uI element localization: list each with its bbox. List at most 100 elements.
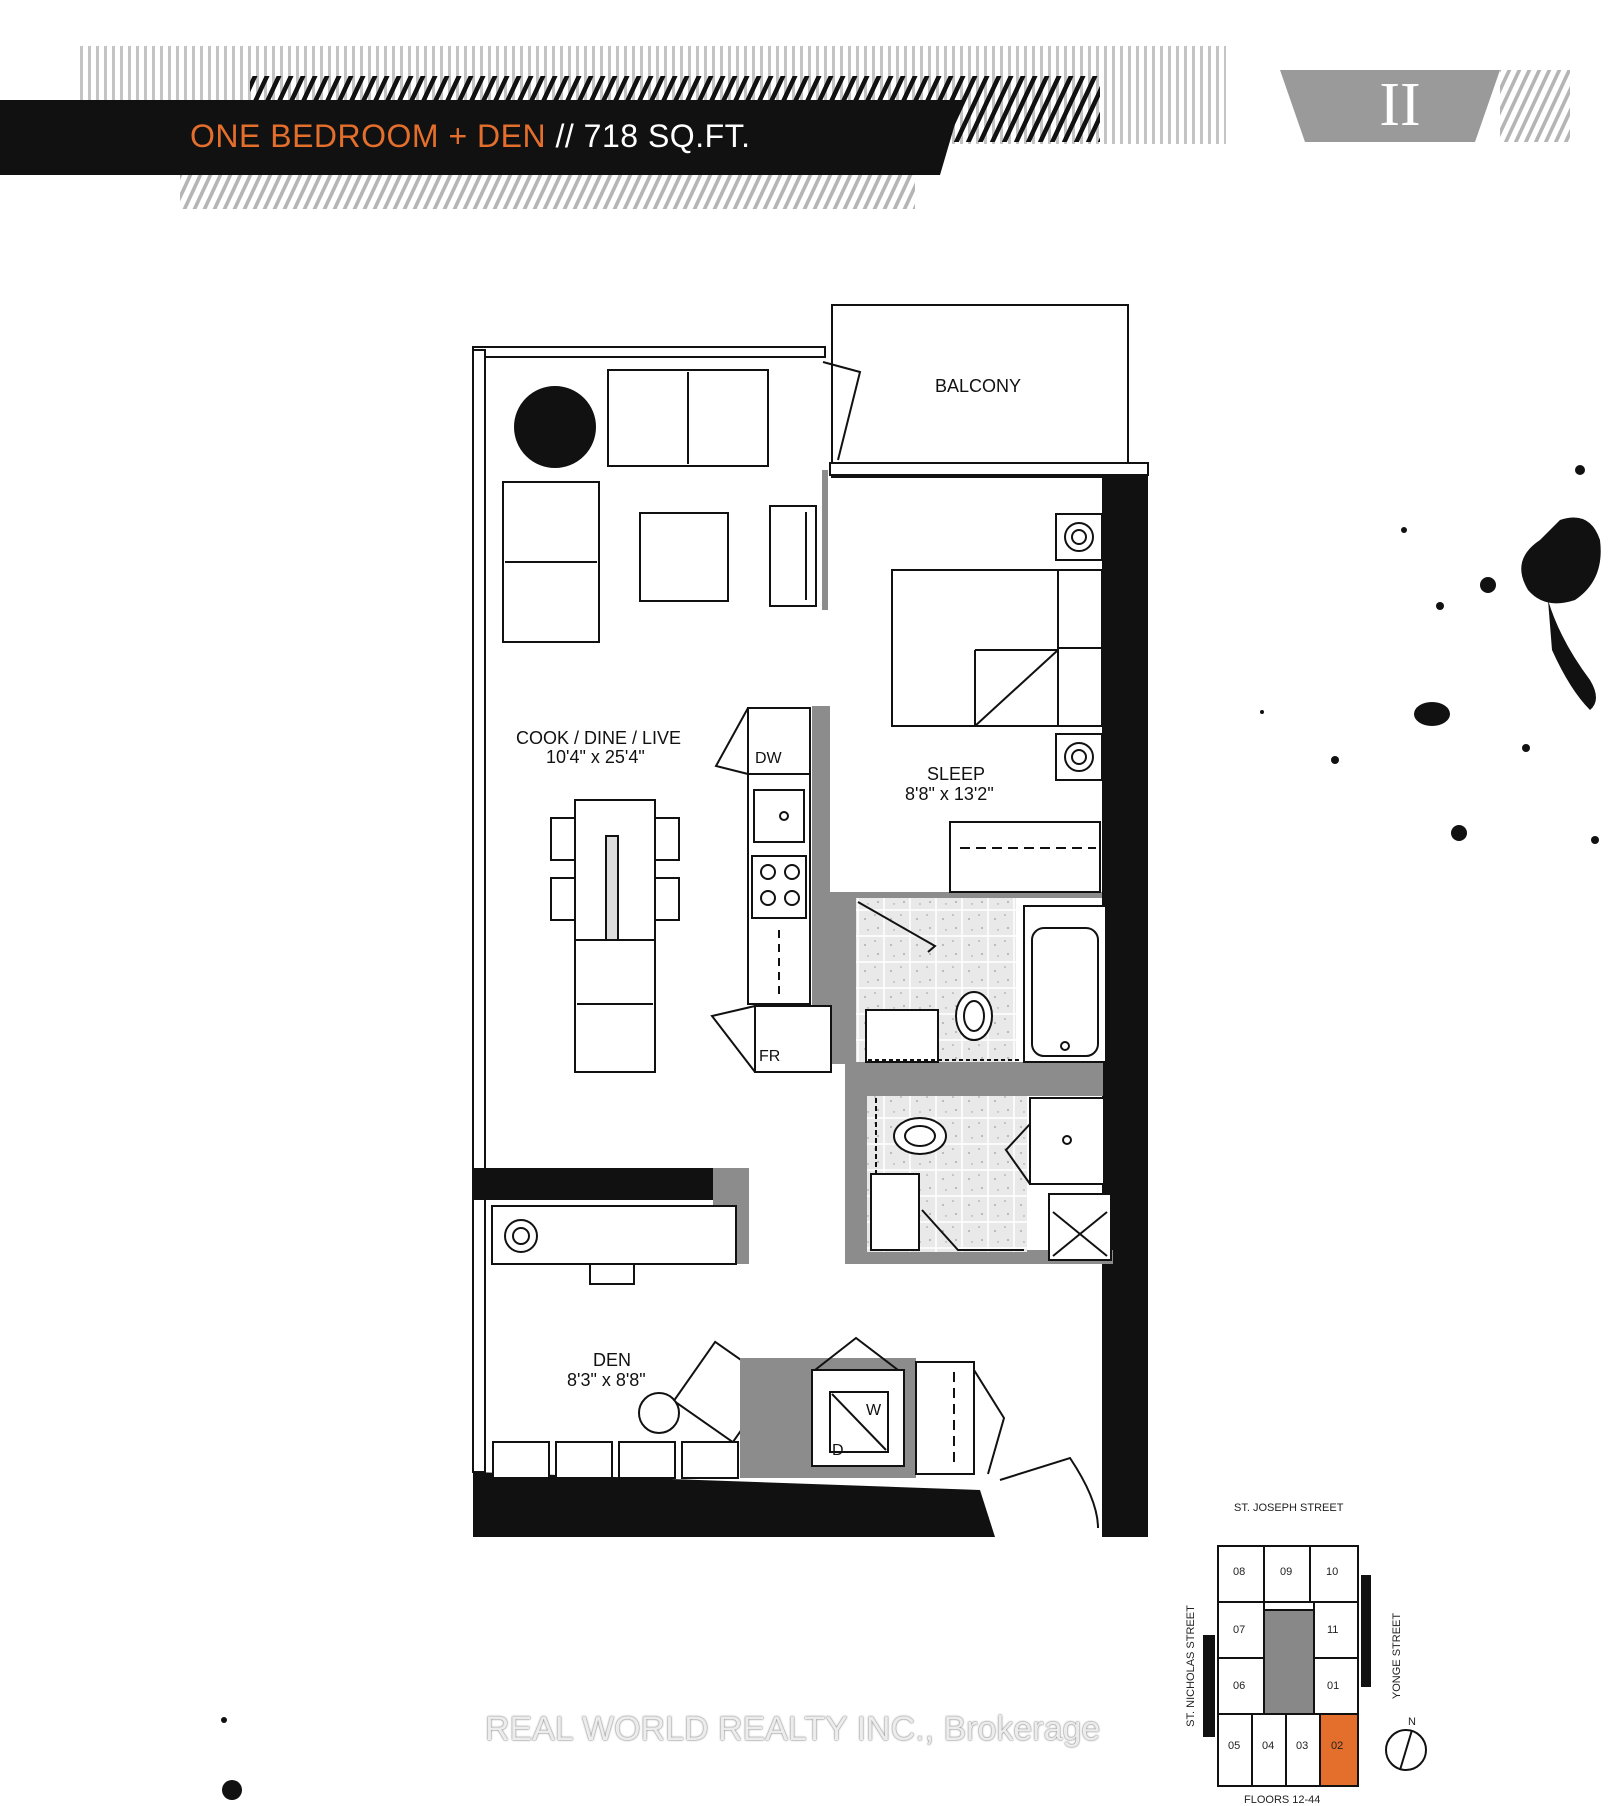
suite-02-highlight [1319,1713,1359,1787]
suite-label: 10 [1326,1566,1339,1578]
phase-badge-bg [1280,70,1500,142]
suite-07 [1217,1601,1265,1659]
key-plan-balcony-w [1203,1635,1215,1737]
partition-bath-top [846,892,1102,898]
phase-badge-stripes [1500,70,1570,142]
dryer-label: D [832,1442,844,1459]
wall-den [473,1168,748,1200]
sleep-room-size: 8'8" x 13'2" [905,784,994,804]
coffee-table [639,512,729,602]
partition-ensuite-bottom [845,1250,1113,1264]
ensuite-door-swing [921,1209,1024,1251]
living-furniture [502,369,817,643]
suite-label-highlighted: 02 [1331,1740,1344,1752]
fridge-label: FR [759,1048,781,1065]
lamp-bottom-inner [1071,749,1087,765]
storage-unit [618,1441,676,1479]
suite-03 [1285,1713,1321,1787]
header-banner [0,46,1570,209]
sleep-room-name: SLEEP [927,764,986,784]
key-plan-north-street: ST. JOSEPH STREET [1234,1502,1344,1514]
fridge-door [710,1005,756,1073]
laundry-closet [740,1336,1099,1529]
dining-chair [654,817,680,861]
linen-closet [1048,1193,1112,1261]
balcony-outline [831,304,1129,478]
banner-bar [0,100,962,175]
balcony-door-swing [822,361,862,461]
closet-bottom-doors [973,1369,1006,1475]
shower-door [1004,1123,1031,1185]
suite-09 [1263,1545,1311,1603]
ink-splatter [221,465,1601,1800]
washer-label: W [866,1402,882,1419]
suite-label: 01 [1327,1680,1340,1692]
balcony-rail [829,462,1149,476]
storage-unit [492,1441,550,1479]
bed-blanket [974,649,1059,727]
unit-title: ONE BEDROOM + DEN // 718 SQ.FT. [190,118,751,155]
dishwasher [747,707,811,775]
interior-partitions [812,470,1113,1264]
kitchen-island [574,939,656,1073]
vanity-2 [870,1173,920,1251]
dining-table-leaf [605,835,619,941]
vanity [865,1009,939,1063]
bathtub-basin [1031,927,1099,1057]
cooktop [751,855,807,919]
window-left [472,349,486,1473]
kitchen-sink [753,789,805,843]
burner [760,864,776,880]
north-label: N [1408,1716,1416,1728]
dining-chair [654,877,680,921]
linen-x2 [1052,1211,1108,1257]
fridge [754,1005,832,1073]
side-table [638,1392,680,1434]
partition-ensuite-left [845,1094,867,1264]
exterior-walls [472,346,1148,1537]
phase-badge: II [1379,70,1421,139]
key-plan [1203,1545,1427,1787]
suite-10 [1309,1545,1359,1603]
tub-drain [1060,1041,1070,1051]
toilet-seat [963,1000,985,1032]
key-plan-floors: FLOORS 12-44 [1244,1794,1321,1806]
partition-kitchen-spine [812,706,830,1046]
toilet-2-seat [904,1125,936,1147]
den-room-name: DEN [593,1350,632,1370]
suite-11 [1313,1601,1359,1659]
bath-door-swing [857,901,937,953]
unit-area: 718 SQ.FT. [583,118,751,154]
den-chair [589,1263,635,1285]
kitchen [710,707,832,1073]
dining-furniture [550,799,680,1073]
burner [760,890,776,906]
dining-chair [550,877,576,921]
north-arrow-line [1399,1729,1413,1771]
burner [784,890,800,906]
suite-label: 07 [1233,1624,1246,1636]
dining-chair [550,817,576,861]
laundry-doors [814,1336,899,1371]
closet-bottom [915,1361,975,1475]
banner-bottom-stripes [180,175,915,209]
balcony [822,304,1149,478]
window-top [472,346,826,358]
suite-08 [1217,1545,1265,1603]
entry-door-swing [999,1456,1099,1529]
storage-unit [681,1441,739,1479]
suite-05 [1217,1713,1253,1787]
partition-bath-left [828,892,856,1064]
sink-drain [779,811,789,821]
key-plan-west-street: ST. NICHOLAS STREET [1184,1605,1197,1727]
suite-label: 03 [1296,1740,1309,1752]
burner [784,864,800,880]
balcony-label: BALCONY [935,376,1022,396]
wall-bottom [473,1472,995,1537]
suite-label: 04 [1262,1740,1275,1752]
suite-label: 09 [1280,1566,1293,1578]
dishwasher-door [714,707,749,775]
partition-bath-mid [845,1062,1103,1096]
tv-console [769,505,817,607]
